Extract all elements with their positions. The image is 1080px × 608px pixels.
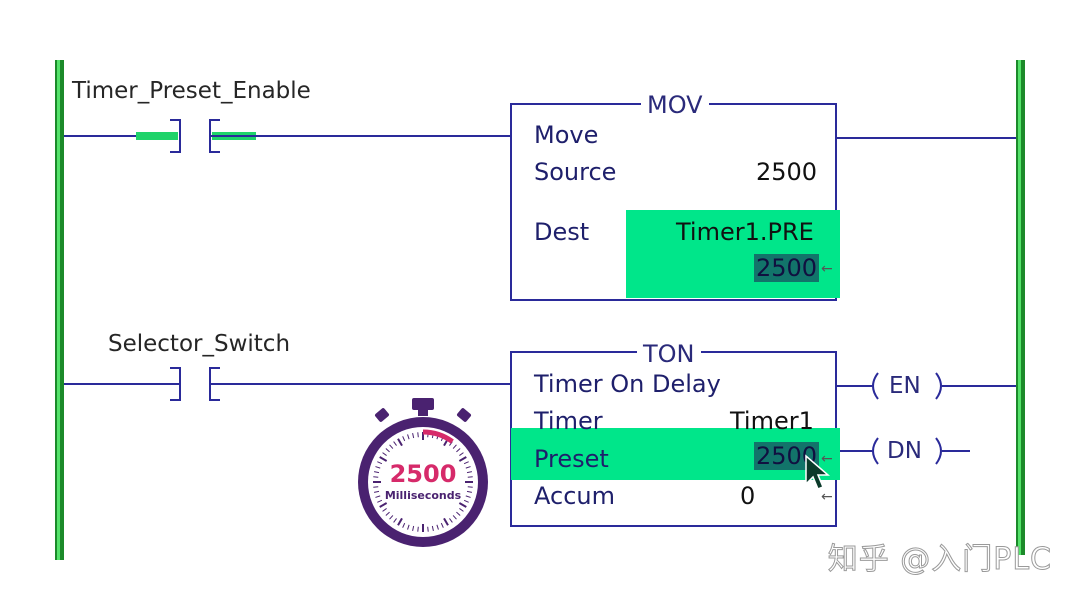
mov-block-title: MOV — [641, 93, 709, 117]
right-power-rail-highlight — [1018, 60, 1021, 555]
stopwatch-tick — [379, 456, 388, 462]
stopwatch-tick — [456, 448, 461, 453]
stopwatch-tick — [465, 466, 471, 469]
stopwatch-tick — [467, 476, 473, 478]
stopwatch-tick — [452, 515, 457, 520]
mov-dest-tag[interactable]: Timer1.PRE — [676, 218, 814, 246]
stopwatch-tick — [382, 508, 387, 512]
stopwatch-tick — [449, 518, 453, 523]
rung2-contact-tag: Selector_Switch — [108, 331, 291, 357]
ton-accum-arrow-icon: ← — [821, 489, 833, 505]
stopwatch-tick — [402, 522, 406, 528]
mov-block-subtitle: Move — [534, 121, 599, 149]
dn-coil-right-paren — [935, 437, 942, 465]
stopwatch-tick — [443, 517, 449, 526]
stopwatch-tick — [427, 526, 429, 532]
ton-preset-label: Preset — [534, 445, 609, 473]
stopwatch-tick — [377, 499, 383, 503]
mov-dest-arrow-icon: ← — [821, 261, 833, 277]
stopwatch-tick — [397, 517, 403, 526]
dn-coil-left-paren — [872, 437, 879, 465]
rung2-contact-left[interactable] — [170, 367, 181, 401]
stopwatch-tick — [385, 511, 390, 516]
stopwatch-tick — [373, 490, 380, 493]
stopwatch-value: 2500 — [389, 460, 457, 488]
stopwatch-tick — [467, 486, 473, 488]
stopwatch-progress-arc — [422, 429, 454, 444]
ton-block-subtitle: Timer On Delay — [534, 370, 721, 398]
stopwatch-tick — [379, 502, 388, 508]
ton-accum-value[interactable]: 0 — [740, 482, 756, 510]
stopwatch-tick — [466, 471, 473, 474]
stopwatch-tick — [456, 511, 461, 516]
stopwatch-tick — [465, 495, 471, 498]
mov-dest-label: Dest — [534, 218, 590, 246]
stopwatch-tick — [389, 515, 394, 520]
stopwatch-tick — [393, 518, 397, 523]
stopwatch-tick — [436, 524, 439, 530]
stopwatch-tick — [373, 486, 379, 488]
stopwatch-tick — [466, 490, 473, 493]
mov-source-value[interactable]: 2500 — [756, 158, 818, 186]
stopwatch-tick — [417, 432, 419, 438]
stopwatch-tick — [407, 524, 410, 530]
mov-dest-value[interactable]: 2500 — [754, 254, 820, 282]
stopwatch-tick — [412, 525, 415, 532]
stopwatch-tick — [463, 499, 469, 503]
stopwatch-tick — [393, 441, 397, 446]
stopwatch-tick — [463, 461, 469, 465]
mouse-cursor-icon — [805, 454, 831, 490]
stopwatch-tick — [458, 502, 467, 508]
stopwatch-tick — [407, 434, 410, 440]
en-coil-right-paren — [935, 372, 942, 400]
stopwatch-tick — [459, 508, 464, 512]
stopwatch-tick — [385, 448, 390, 453]
stopwatch-tick — [397, 438, 403, 447]
rung1-contact-tag: Timer_Preset_Enable — [72, 78, 311, 104]
stopwatch-tick — [382, 452, 387, 456]
stopwatch-tick — [375, 466, 381, 469]
ton-timer-value[interactable]: Timer1 — [730, 407, 814, 435]
stopwatch-tick — [373, 471, 380, 474]
ton-accum-label: Accum — [534, 482, 615, 510]
en-coil-label: EN — [889, 373, 921, 399]
stopwatch-tick — [375, 495, 381, 498]
stopwatch-unit: Milliseconds — [384, 489, 462, 502]
ton-block-title: TON — [637, 342, 701, 366]
stopwatch-tick — [431, 525, 434, 532]
stopwatch-tick — [402, 436, 406, 442]
rung1-energized-left — [136, 132, 178, 140]
rung1-contact-left[interactable] — [170, 119, 181, 153]
stopwatch-tick — [412, 432, 415, 439]
stopwatch-tick — [417, 526, 419, 532]
stopwatch-tick — [389, 444, 394, 449]
mov-source-label: Source — [534, 158, 617, 186]
stopwatch-tick — [440, 522, 444, 528]
stopwatch-icon — [358, 398, 488, 547]
watermark: 知乎 @入门PLC — [827, 542, 1052, 578]
stopwatch-tick — [458, 456, 467, 462]
stopwatch-tick — [452, 444, 457, 449]
ton-preset-arrow-icon: ← — [821, 451, 833, 467]
stopwatch-tick — [377, 461, 383, 465]
stopwatch-tick — [373, 476, 379, 478]
stopwatch-tick — [459, 452, 464, 456]
dn-coil-label: DN — [887, 438, 922, 464]
left-power-rail-highlight — [57, 60, 60, 560]
ton-timer-label: Timer — [534, 407, 603, 435]
en-coil-left-paren — [872, 372, 879, 400]
